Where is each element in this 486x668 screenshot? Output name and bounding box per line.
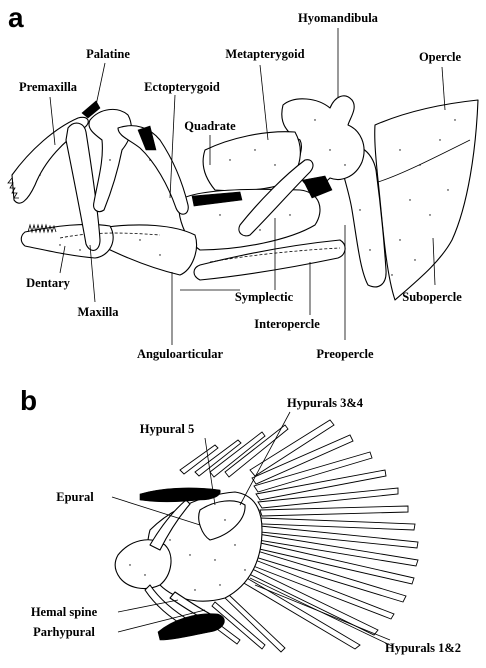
label-quadrate: Quadrate (184, 119, 236, 133)
label-symplectic: Symplectic (235, 290, 294, 304)
label-palatine: Palatine (86, 47, 130, 61)
label-hyomandibula: Hyomandibula (298, 11, 379, 25)
panel-b-letter: b (20, 385, 37, 416)
label-epural: Epural (56, 490, 94, 504)
label-dentary: Dentary (26, 276, 70, 290)
label-opercle: Opercle (419, 50, 462, 64)
label-hemal-spine: Hemal spine (31, 605, 98, 619)
label-parhypural: Parhypural (33, 625, 95, 639)
label-hypurals-1-2: Hypurals 1&2 (385, 641, 461, 655)
urostyle-vertebrae (115, 540, 171, 589)
jaw-suspensorium-drawing (8, 96, 478, 300)
opercle-bone (375, 100, 478, 300)
label-subopercle: Subopercle (402, 290, 462, 304)
label-premaxilla: Premaxilla (19, 80, 78, 94)
label-hypural-5: Hypural 5 (140, 422, 195, 436)
label-maxilla: Maxilla (78, 305, 120, 319)
label-anguloarticular: Anguloarticular (137, 347, 224, 361)
label-hypurals-3-4: Hypurals 3&4 (287, 396, 364, 410)
parhypural-black (158, 614, 224, 640)
panel-a-letter: a (8, 2, 24, 33)
label-interopercle: Interopercle (254, 317, 320, 331)
label-preopercle: Preopercle (316, 347, 374, 361)
label-metapterygoid: Metapterygoid (225, 47, 304, 61)
anguloarticular-bone (100, 225, 197, 275)
label-ectopterygoid: Ectopterygoid (144, 80, 220, 94)
